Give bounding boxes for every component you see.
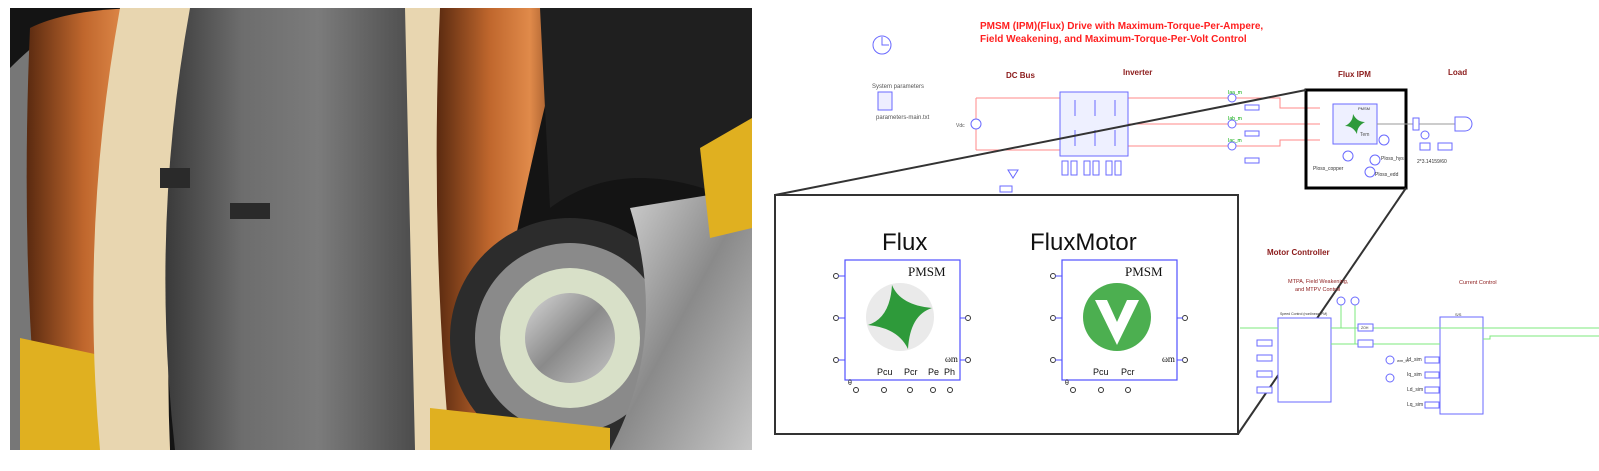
flux-pmsm-block[interactable]: PMSM ωm Pcu Pcr Pe Ph θ [833, 259, 971, 393]
ploss-copper-label: Ploss_copper [1313, 166, 1344, 172]
fluxmotor-pmsm-block[interactable]: PMSM ωm Pcu Pcr θ [1050, 259, 1188, 393]
pmsm-drive-schematic: PMSM (IPM)(Flux) Drive with Maximum-Torq… [760, 0, 1599, 466]
current-control-label: Current Control [1459, 280, 1497, 286]
flux-pcr-label: Pcr [904, 367, 918, 377]
iq-sim-label: Iq_sim [1407, 372, 1422, 378]
vdc-label: Vdc [956, 123, 965, 129]
fluxmotor-pcr-label: Pcr [1121, 367, 1135, 377]
fluxmotor-pmsm-label: PMSM [1125, 264, 1163, 279]
fluxmotor-title: FluxMotor [1030, 229, 1137, 256]
wm-th-label: wm_th [1397, 358, 1409, 363]
mtpa-label-1: MTPA, Field Weakening, [1288, 279, 1349, 285]
flux-logo-icon [866, 283, 934, 351]
ploss-eddy-label: Ploss_edd [1375, 172, 1399, 178]
dc-bus-label: DC Bus [1006, 71, 1035, 80]
flux-theta-label: θ [848, 380, 852, 387]
current-block-label: S/S [1455, 312, 1462, 317]
parameters-file-name: parameters-main.txt [876, 115, 930, 121]
system-parameters-label: System parameters [872, 84, 924, 90]
zoom-highlight-box [1304, 88, 1408, 190]
speed-control-block[interactable] [1277, 317, 1332, 403]
tem-label: Tem [1360, 132, 1369, 138]
id-sim-label: Id_sim [1407, 357, 1422, 363]
fluxmotor-pcu-label: Pcu [1093, 367, 1109, 377]
fluxmotor-logo-icon [1083, 283, 1151, 351]
pmsm-small-label: PMSM [1358, 106, 1370, 111]
motor-photo-illustration [10, 8, 752, 450]
ld-sim-label: Ld_sim [1407, 387, 1423, 393]
current-control-block[interactable] [1439, 316, 1484, 415]
flux-pmsm-label: PMSM [908, 264, 946, 279]
flux-wm-label: ωm [945, 354, 958, 364]
motor-stator-photo [10, 8, 752, 450]
inverter-label: Inverter [1123, 68, 1152, 77]
fluxmotor-theta-label: θ [1065, 380, 1069, 387]
iab-label: Iab_m [1228, 116, 1242, 122]
diagram-title-line2: Field Weakening, and Maximum-Torque-Per-… [980, 34, 1247, 45]
parameters-file-icon[interactable] [877, 91, 893, 111]
load-label: Load [1448, 68, 1467, 77]
zoh-label: ZOH [1361, 326, 1369, 330]
flux-pe-label: Pe [928, 367, 939, 377]
dc-voltage-source [970, 118, 982, 130]
iac-label: Iac_m [1228, 138, 1242, 144]
speed-control-label: Speed Control (nonlinear IPM) [1280, 312, 1327, 316]
flux-logo-small [1345, 114, 1365, 134]
iaa-label: Iaa_m [1228, 90, 1242, 96]
flux-ipm-label: Flux IPM [1338, 70, 1371, 79]
ploss-hys-label: Ploss_hys [1381, 156, 1404, 162]
flux-ph-label: Ph [944, 367, 955, 377]
flux-title: Flux [882, 229, 927, 256]
inverter-block[interactable] [1059, 91, 1129, 157]
mtpa-label-2: and MTPV Control [1295, 287, 1340, 293]
motor-controller-label: Motor Controller [1267, 248, 1330, 257]
diagram-title-line1: PMSM (IPM)(Flux) Drive with Maximum-Torq… [980, 21, 1263, 32]
clock-icon [872, 35, 892, 55]
gain-label: 2*3.14159/60 [1417, 159, 1447, 165]
fluxmotor-wm-label: ωm [1162, 354, 1175, 364]
lq-sim-label: Lq_sim [1407, 402, 1423, 408]
flux-pcu-label: Pcu [877, 367, 893, 377]
